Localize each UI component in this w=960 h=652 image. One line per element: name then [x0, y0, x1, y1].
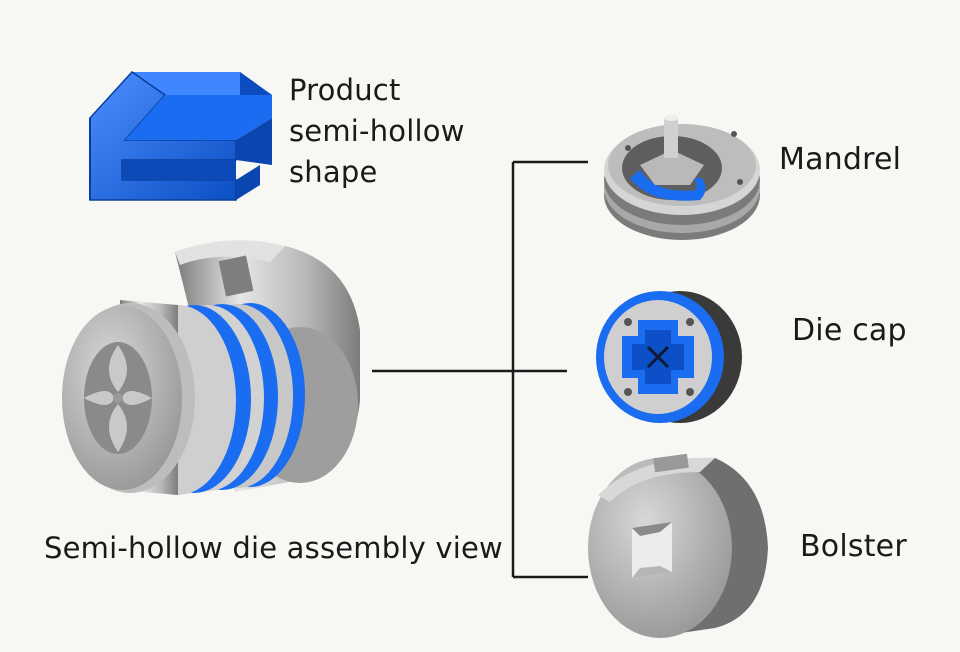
die-assembly — [62, 240, 360, 495]
bolster-part — [588, 453, 768, 638]
mandrel-label: Mandrel — [779, 142, 902, 177]
bolster-label: Bolster — [800, 529, 907, 564]
product-shape — [89, 71, 272, 201]
mandrel-part — [604, 115, 760, 240]
product-label-line-3: shape — [289, 155, 378, 189]
die-cap-label: Die cap — [792, 313, 907, 348]
product-label: Product semi-hollow shape — [289, 70, 465, 193]
product-label-line-1: Product — [289, 73, 401, 107]
connector-lines — [372, 160, 588, 579]
die-cap-part — [596, 291, 742, 423]
product-label-line-2: semi-hollow — [289, 114, 465, 148]
assembly-label: Semi-hollow die assembly view — [44, 531, 503, 565]
